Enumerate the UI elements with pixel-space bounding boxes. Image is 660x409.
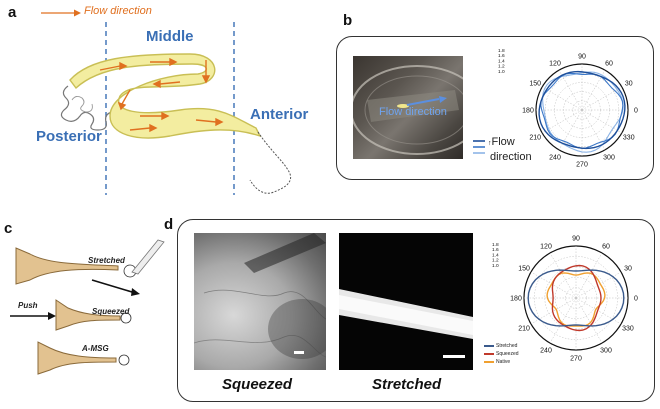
- panel-c-diagram: [10, 239, 165, 375]
- label-squeezed: Squeezed: [92, 307, 130, 316]
- polar-angle-label: 180: [522, 108, 534, 115]
- polar-radial-label: 1.2: [492, 258, 499, 264]
- polar-radial-label: 1.8: [498, 48, 505, 54]
- petri-dish-icon: [353, 65, 463, 155]
- polar-spoke: [581, 109, 622, 134]
- caption-squeezed: Squeezed: [222, 376, 293, 393]
- polar-angle-label: 300: [603, 154, 615, 161]
- scale-bar-stretched: [443, 355, 465, 358]
- panel-d-legend: Stretched Squeezed Native: [484, 342, 528, 366]
- polar-angle-label: 120: [540, 244, 552, 251]
- polar-spoke: [549, 252, 577, 299]
- polar-angle-label: 30: [625, 81, 633, 88]
- polar-radial-label: 1.4: [498, 58, 505, 64]
- legend-label-squeezed: Squeezed: [496, 351, 519, 357]
- squeezed-micrograph: [194, 233, 326, 370]
- polar-radial-label: 1.4: [492, 252, 499, 258]
- legend-up-arrow-icon: ↑: [488, 140, 492, 147]
- polar-angle-label: 270: [576, 162, 588, 169]
- polar-angle-label: 330: [622, 326, 634, 333]
- polar-angle-label: 300: [600, 347, 612, 354]
- panel-b-photo: Flow direction: [353, 56, 463, 159]
- polar-radial-label: 1.8: [492, 242, 499, 248]
- tract-body: [69, 53, 262, 139]
- polar-angle-label: 90: [578, 54, 586, 61]
- polar-ring: [554, 276, 598, 320]
- squeezed-sample-icon: [55, 299, 121, 331]
- region-label-anterior: Anterior: [250, 106, 309, 123]
- polar-radial-label: 1.0: [492, 263, 499, 269]
- flow-direction-arrow-icon: [41, 9, 81, 17]
- polar-spoke: [575, 271, 622, 299]
- panel-label-c: c: [4, 220, 13, 237]
- forceps-icon: [131, 239, 165, 275]
- legend-entry-native: Native: [484, 358, 528, 366]
- polar-d-series-native: [546, 272, 606, 327]
- polar-angle-label: 60: [602, 244, 610, 251]
- posterior-tubule: [60, 85, 113, 131]
- polar-angle-label: 120: [549, 61, 561, 68]
- polar-spoke: [581, 86, 622, 111]
- polar-angle-label: 240: [549, 154, 561, 161]
- polar-radial-label: 1.6: [498, 53, 505, 59]
- polar-angle-label: 240: [540, 347, 552, 354]
- legend-swatch-stretched: [484, 345, 494, 347]
- legend-swatch-native: [484, 361, 494, 363]
- polar-d-series-stretched: [527, 269, 625, 327]
- legend-label-native: Native: [496, 359, 511, 365]
- polar-radial-label: 1.2: [498, 64, 505, 70]
- polar-d-series-squeezed: [551, 264, 602, 332]
- polar-angle-label: 60: [605, 61, 613, 68]
- polar-angle-label: 30: [624, 266, 632, 273]
- polar-angle-label: 0: [634, 296, 638, 303]
- polar-spoke: [575, 297, 622, 325]
- legend-entry-stretched: Stretched: [484, 342, 528, 350]
- polar-angle-label: 270: [570, 356, 582, 363]
- flow-direction-header: Flow direction: [84, 5, 152, 17]
- panel-label-a: a: [8, 4, 17, 21]
- caption-stretched: Stretched: [372, 376, 442, 393]
- polar-angle-label: 180: [510, 296, 522, 303]
- label-amsg: A-MSG: [82, 344, 109, 353]
- anterior-thread: [249, 131, 292, 194]
- polar-spoke: [549, 297, 577, 344]
- panel-b-legend-flow: ↑Flow: [488, 136, 515, 148]
- region-label-middle: Middle: [146, 28, 194, 45]
- scale-bar-squeezed: [294, 351, 304, 354]
- region-label-posterior: Posterior: [36, 128, 102, 145]
- polar-spoke: [575, 297, 603, 344]
- label-push: Push: [18, 301, 38, 310]
- photo-flow-direction-text: Flow direction: [379, 106, 447, 118]
- legend-entry-squeezed: Squeezed: [484, 350, 528, 358]
- panel-b-legend-direction: direction: [490, 151, 532, 163]
- polar-angle-label: 330: [623, 135, 635, 142]
- polar-spoke: [575, 252, 603, 299]
- polar-angle-label: 210: [518, 326, 530, 333]
- polar-angle-label: 90: [572, 236, 580, 243]
- inner-flow-arrows: [99, 57, 224, 133]
- native-sample-icon: [37, 341, 117, 375]
- panel-label-b: b: [343, 12, 353, 29]
- panel-label-d: d: [164, 216, 174, 233]
- legend-label-stretched: Stretched: [496, 343, 518, 349]
- polar-angle-label: 210: [529, 135, 541, 142]
- polar-angle-label: 0: [634, 108, 638, 115]
- panel-b-polar-plot: 0 30 60 90 120 150 180 210 240 270 300 330 1.81.61.4…: [498, 48, 638, 169]
- stretched-sample-icon: [15, 247, 119, 285]
- legend-swatch-squeezed: [484, 353, 494, 355]
- polar-ring: [534, 256, 618, 340]
- panel-d-polar-plot: 0 30 60 90 120 150 180 210 240 270 300 330 1.81.61.4…: [492, 236, 638, 363]
- panel-b-legend-lines: [473, 140, 485, 154]
- polar-spoke: [581, 109, 606, 150]
- polar-b-series-3: [538, 70, 626, 150]
- polar-radial-label: 1.0: [498, 69, 505, 75]
- intestinal-tract-diagram: [60, 22, 292, 195]
- polar-angle-label: 150: [529, 81, 541, 88]
- polar-radial-label: 1.6: [492, 247, 499, 253]
- polar-angle-label: 150: [518, 266, 530, 273]
- label-stretched: Stretched: [88, 256, 125, 265]
- stretched-micrograph: [339, 233, 473, 370]
